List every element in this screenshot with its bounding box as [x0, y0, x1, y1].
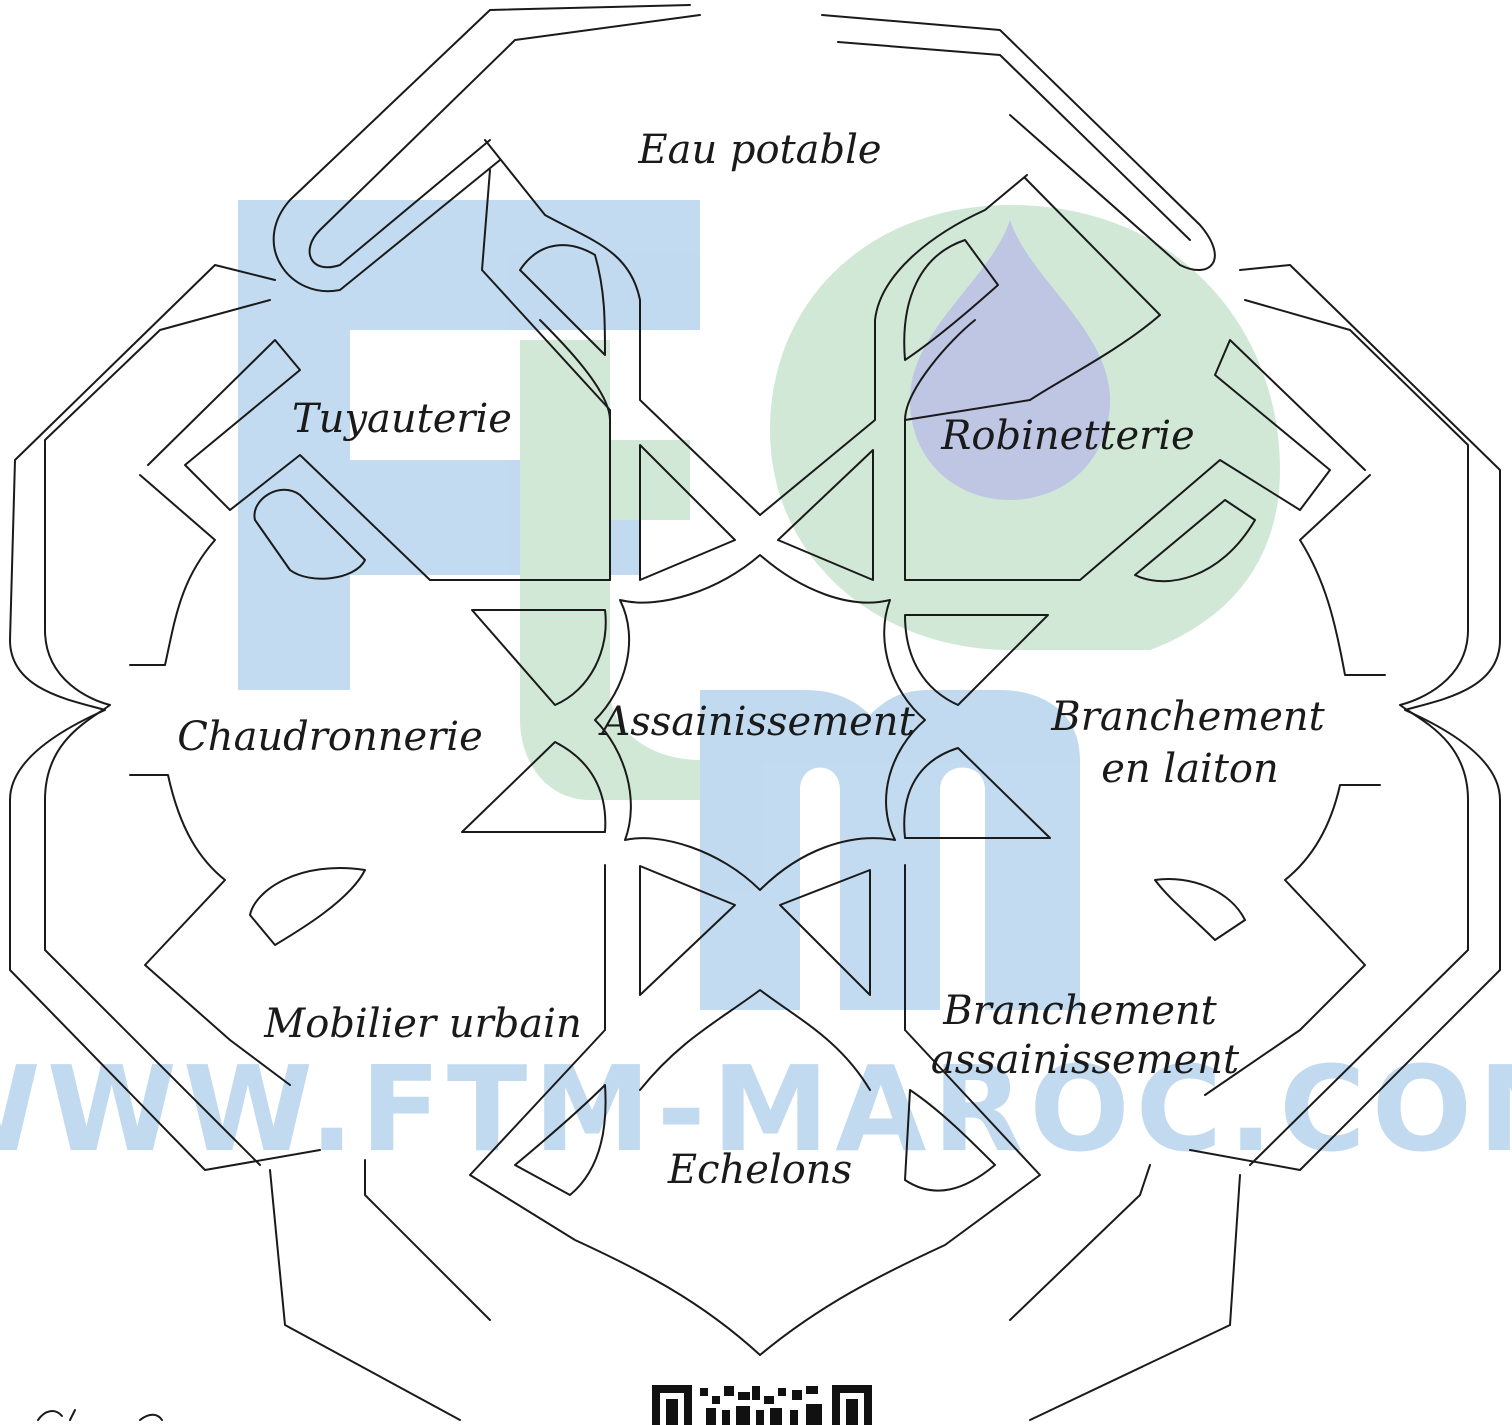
- bottom-left-tail: [270, 1170, 460, 1420]
- label-echelons: Echelons: [667, 1147, 852, 1193]
- label-chaudronnerie: Chaudronnerie: [177, 714, 483, 760]
- bottom-right-tail: [1030, 1175, 1240, 1420]
- cropped-signature-mark: [38, 1410, 162, 1420]
- label-branchement-laiton-line2: en laiton: [1101, 746, 1279, 792]
- label-assainissement: Assainissement: [597, 699, 915, 745]
- label-branchement-laiton-line1: Branchement: [1050, 694, 1325, 740]
- right-lower-loop: [1300, 475, 1385, 675]
- lower-right-arch-2: [1010, 1165, 1150, 1320]
- label-mobilier-urbain: Mobilier urbain: [263, 1001, 581, 1047]
- label-branchement-assainissement-line2: assainissement: [931, 1037, 1240, 1083]
- label-eau-potable: Eau potable: [637, 127, 881, 173]
- label-tuyauterie: Tuyauterie: [292, 396, 512, 442]
- lower-left-arch-2: [365, 1160, 490, 1320]
- right-petal-low: [1155, 879, 1245, 940]
- left-lower-loop: [130, 475, 215, 665]
- label-branchement-assainissement-line1: Branchement: [942, 988, 1217, 1034]
- watermark-logo: WWW.FTM-MAROC.COM: [0, 200, 1512, 1178]
- qr-code-icon: [652, 1385, 872, 1425]
- label-robinetterie: Robinetterie: [940, 413, 1194, 459]
- left-petal-low: [250, 868, 365, 945]
